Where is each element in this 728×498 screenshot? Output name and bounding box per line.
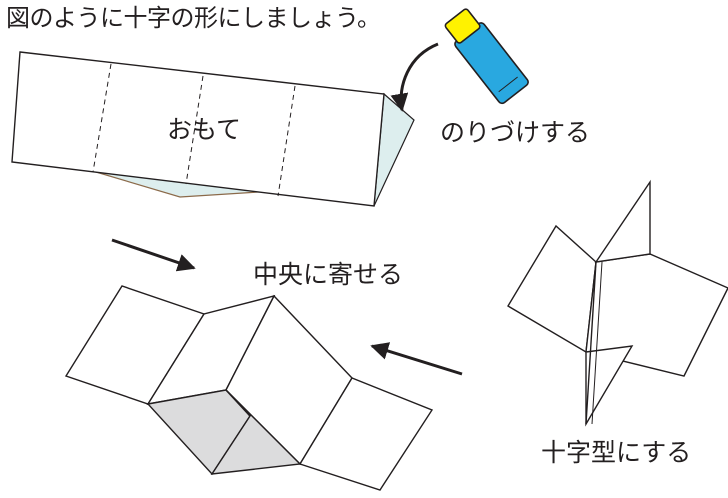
folded-strip-front <box>11 51 415 207</box>
zigzag-fold-2 <box>225 295 275 391</box>
zigzag-folded-strip <box>64 285 434 491</box>
strip-front-panel <box>11 51 385 207</box>
zigzag-fold-1 <box>147 313 205 405</box>
zigzag-fold-3 <box>299 377 353 465</box>
fold-line-2 <box>185 75 204 185</box>
fold-line-1 <box>92 63 112 173</box>
cross-plane-horizontal-left <box>507 224 597 354</box>
make-cross-label: 十字型にする <box>541 438 692 467</box>
front-side-label: おもて <box>167 115 242 144</box>
arrow-toward-center-right <box>370 342 463 376</box>
zigzag-panel-4 <box>298 377 434 491</box>
cross-shape <box>507 179 728 427</box>
cross-center-edge <box>585 261 597 425</box>
fold-line-3 <box>277 85 296 197</box>
apply-glue-label: のりづけする <box>440 118 591 147</box>
glue-arrow-icon <box>390 42 439 112</box>
glue-stick-icon <box>444 8 529 105</box>
cross-plane-vertical-top <box>594 179 651 263</box>
cross-plane-vertical-bottom <box>585 345 634 427</box>
cross-center-edge-2 <box>591 261 603 425</box>
bring-to-center-label: 中央に寄せる <box>253 260 404 289</box>
zigzag-fold-4 <box>211 415 251 475</box>
arrow-toward-center-left <box>111 238 196 272</box>
instruction-title: 図のように十字の形にしましょう。 <box>6 4 381 32</box>
